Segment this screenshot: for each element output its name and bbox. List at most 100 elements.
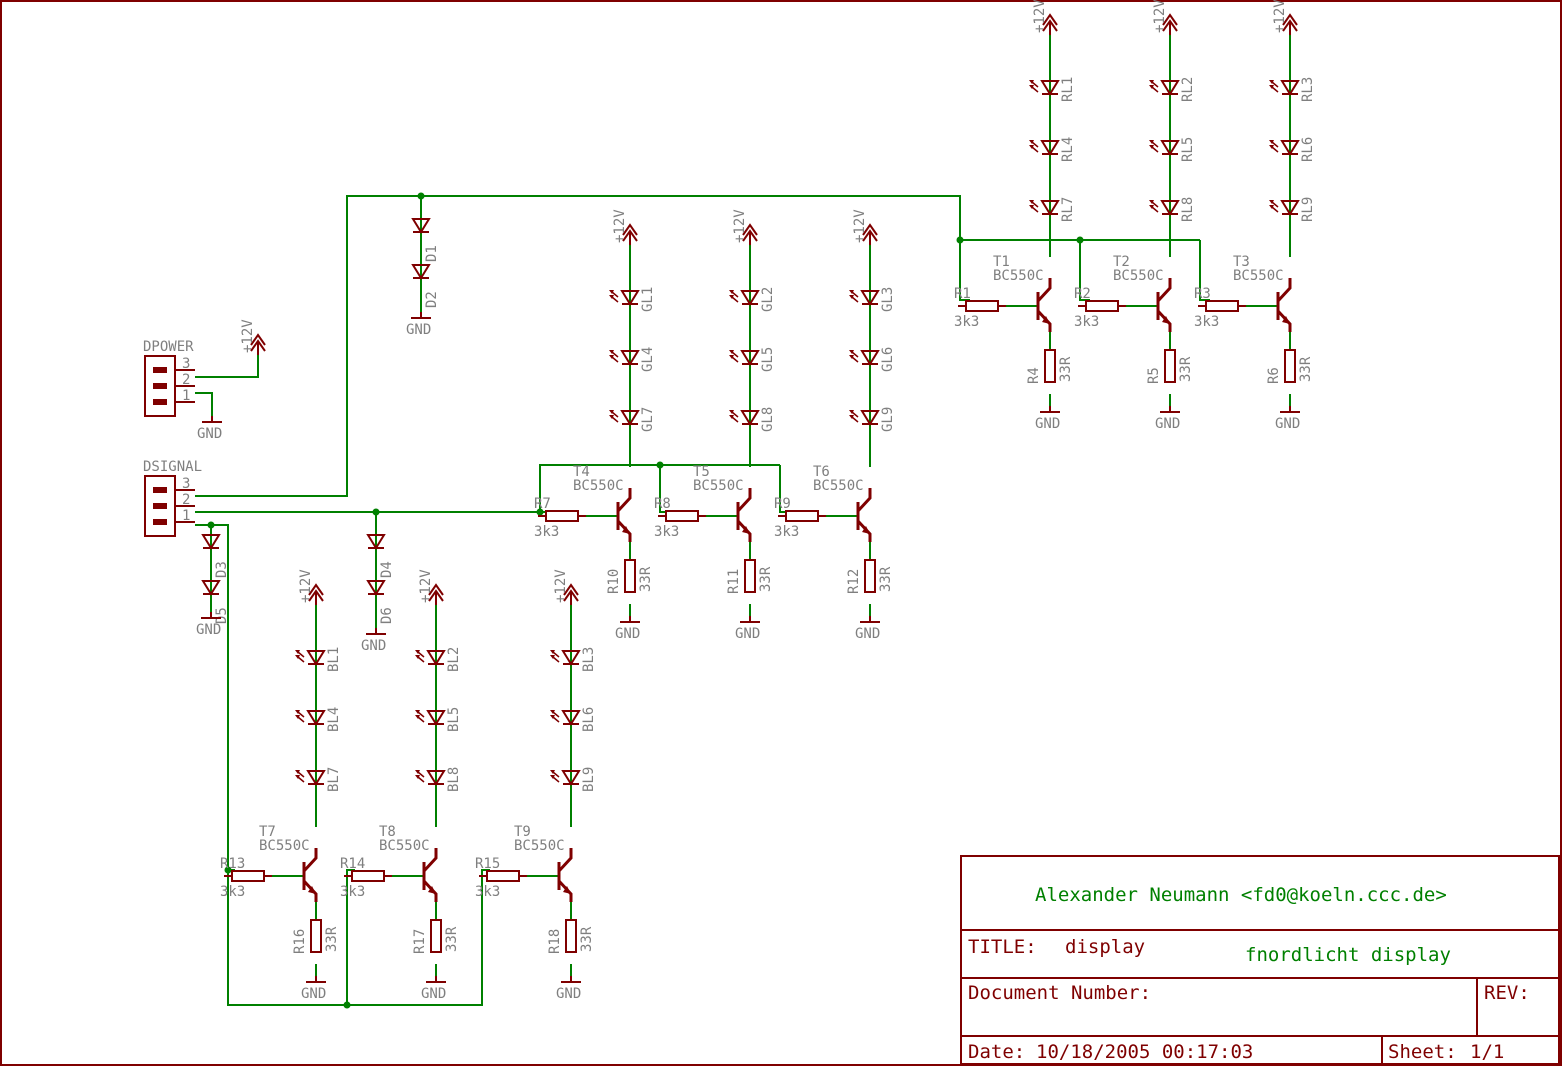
date-value: 10/18/2005 00:17:03 xyxy=(1036,1041,1253,1063)
ground-icon xyxy=(561,976,581,983)
arrowhead-icon xyxy=(295,710,300,719)
led-icon xyxy=(561,650,581,666)
emitter-arrow-icon xyxy=(1282,316,1290,324)
pin-number: 1 xyxy=(182,508,190,524)
arrowhead-icon xyxy=(1029,80,1034,89)
led-icon xyxy=(1160,200,1180,216)
led-icon xyxy=(1160,80,1180,96)
diode-icon xyxy=(201,580,221,596)
resistor-name: R10 xyxy=(606,569,622,594)
light-emission-icon xyxy=(297,771,305,783)
led-rl5: RL5 xyxy=(1149,137,1196,162)
npn-transistor-icon xyxy=(616,488,632,542)
diode-label: D6 xyxy=(379,607,395,624)
led-icon xyxy=(740,290,760,306)
npn-transistor-icon xyxy=(422,848,438,902)
subtitle: fnordlicht display xyxy=(1245,944,1451,966)
light-emission-icon xyxy=(417,771,425,783)
resistor-value: 3k3 xyxy=(220,884,245,900)
ground-icon xyxy=(411,312,431,319)
led-label: GL6 xyxy=(880,347,896,372)
supply-arrow-icon xyxy=(250,333,266,355)
supply-arrow-icon xyxy=(622,223,638,245)
light-emission-icon xyxy=(1271,81,1279,93)
transistor-name: T4 xyxy=(573,464,590,480)
emitter-arrow-icon xyxy=(428,886,436,894)
junction xyxy=(343,1001,351,1009)
emitter-arrow-icon xyxy=(308,886,316,894)
supply-label: +12V xyxy=(1272,0,1288,33)
light-emission-icon xyxy=(1151,141,1159,153)
arrowhead-icon xyxy=(550,770,555,779)
diode-d1: D1 xyxy=(411,218,440,262)
resistor-value: 3k3 xyxy=(534,524,559,540)
emitter-arrow-icon xyxy=(622,526,630,534)
ground-symbol: GND xyxy=(361,628,386,654)
led-label: GL5 xyxy=(760,347,776,372)
pin-icon xyxy=(153,487,167,493)
pin-number: 2 xyxy=(182,492,190,508)
arrowhead-icon xyxy=(415,710,420,719)
diode-d6: D6 xyxy=(366,580,395,624)
transistor-name: T6 xyxy=(813,464,830,480)
supply-arrow-icon xyxy=(1282,13,1298,35)
arrowhead-icon xyxy=(729,410,734,419)
arrowhead-icon xyxy=(550,650,555,659)
resistor-icon xyxy=(665,510,699,522)
light-emission-icon xyxy=(297,711,305,723)
led-label: GL1 xyxy=(640,287,656,312)
npn-transistor-icon xyxy=(302,848,318,902)
led-bl9: BL9 xyxy=(550,767,597,792)
wire xyxy=(195,392,213,416)
led-bl8: BL8 xyxy=(415,767,462,792)
supply-symbol: +12V xyxy=(240,319,266,355)
resistor-name: R15 xyxy=(475,856,500,872)
resistor-value: 33R xyxy=(638,566,654,592)
junction xyxy=(656,461,664,469)
light-emission-icon xyxy=(552,711,560,723)
led-label: RL8 xyxy=(1180,197,1196,222)
diode-icon xyxy=(411,264,431,280)
led-rl7: RL7 xyxy=(1029,197,1076,222)
light-emission-icon xyxy=(851,411,859,423)
ground-symbol: GND xyxy=(301,976,326,1002)
supply-arrow-icon xyxy=(1162,13,1178,35)
arrowhead-icon xyxy=(609,410,614,419)
arrowhead-icon xyxy=(729,350,734,359)
transistor-name: T7 xyxy=(259,824,276,840)
led-label: BL2 xyxy=(446,647,462,672)
resistor-icon xyxy=(351,870,385,882)
resistor-name: R14 xyxy=(340,856,365,872)
resistor-icon xyxy=(1205,300,1239,312)
ground-symbol: GND xyxy=(1035,406,1060,432)
ground-icon xyxy=(426,976,446,983)
led-bl2: BL2 xyxy=(415,647,462,672)
light-emission-icon xyxy=(297,651,305,663)
arrowhead-icon xyxy=(609,350,614,359)
led-rl4: RL4 xyxy=(1029,137,1076,162)
ground-icon xyxy=(620,616,640,623)
transistor-name: T1 xyxy=(993,254,1010,270)
led-bl5: BL5 xyxy=(415,707,462,732)
npn-transistor-icon xyxy=(1156,278,1172,332)
ground-label: GND xyxy=(1155,416,1180,432)
resistor-value: 3k3 xyxy=(340,884,365,900)
supply-symbol: +12V xyxy=(553,569,579,605)
ground-symbol: GND xyxy=(615,616,640,642)
led-gl7: GL7 xyxy=(609,407,656,432)
supply-label: +12V xyxy=(1032,0,1048,33)
resistor-icon xyxy=(231,870,265,882)
led-icon xyxy=(1040,140,1060,156)
resistor-icon xyxy=(864,559,876,593)
